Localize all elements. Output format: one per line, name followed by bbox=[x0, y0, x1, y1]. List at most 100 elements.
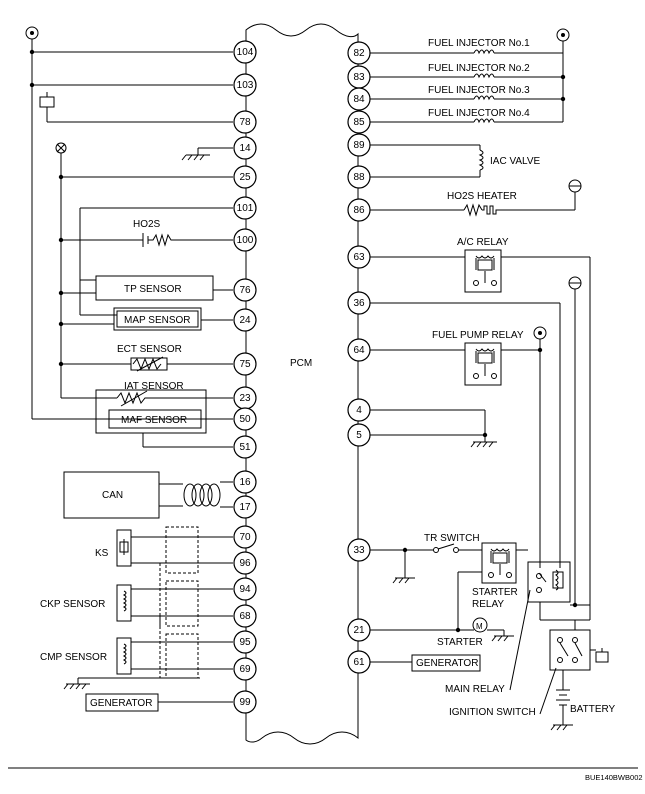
pin-right-21 bbox=[347, 618, 371, 642]
ho2s-label: HO2S bbox=[133, 219, 161, 230]
pin-label-left-96: 96 bbox=[239, 558, 251, 569]
pcm-label: PCM bbox=[290, 358, 312, 369]
cmp-sensor-label: CMP SENSOR bbox=[40, 652, 107, 663]
pin-label-left-99: 99 bbox=[239, 697, 251, 708]
pin-right-4 bbox=[347, 398, 371, 422]
pin-right-86 bbox=[347, 198, 371, 222]
can-box bbox=[63, 471, 160, 519]
pin-label-left-95: 95 bbox=[239, 637, 251, 648]
tp-sensor-box bbox=[95, 275, 214, 301]
can-label: CAN bbox=[102, 490, 123, 501]
ckp-sensor-label: CKP SENSOR bbox=[40, 599, 105, 610]
pcm-left-pins: 1041037814251011007624752350511617709694… bbox=[233, 40, 257, 714]
fuel-pump-relay-label: FUEL PUMP RELAY bbox=[432, 330, 524, 341]
pin-label-left-24: 24 bbox=[239, 315, 251, 326]
pin-label-right-4: 4 bbox=[356, 405, 362, 416]
pin-right-64 bbox=[347, 338, 371, 362]
pin-right-82 bbox=[347, 41, 371, 65]
pin-right-89 bbox=[347, 133, 371, 157]
pin-left-14 bbox=[233, 136, 257, 160]
pin-label-right-21: 21 bbox=[353, 625, 365, 636]
pin-label-left-104: 104 bbox=[237, 47, 254, 58]
pin-left-96 bbox=[233, 551, 257, 575]
ect-sensor-label: ECT SENSOR bbox=[117, 344, 182, 355]
pin-left-69 bbox=[233, 657, 257, 681]
map-sensor-box bbox=[113, 307, 202, 331]
tp-sensor-label: TP SENSOR bbox=[124, 284, 182, 295]
fuel-injector-4-label: FUEL INJECTOR No.4 bbox=[428, 108, 530, 119]
pin-label-left-50: 50 bbox=[239, 414, 251, 425]
pin-left-68 bbox=[233, 604, 257, 628]
pin-right-36 bbox=[347, 291, 371, 315]
maf-sensor-label: MAF SENSOR bbox=[121, 415, 187, 426]
pin-label-right-36: 36 bbox=[353, 298, 365, 309]
pin-right-84 bbox=[347, 87, 371, 111]
starter-relay-label-2: RELAY bbox=[472, 599, 504, 610]
fuel-injector-1-label: FUEL INJECTOR No.1 bbox=[428, 38, 530, 49]
starter-relay-label-1: STARTER bbox=[472, 587, 518, 598]
pin-right-85 bbox=[347, 110, 371, 134]
ignition-switch-box bbox=[549, 629, 591, 671]
iac-valve-label: IAC VALVE bbox=[490, 156, 541, 167]
pin-right-88 bbox=[347, 165, 371, 189]
pcm-body bbox=[245, 23, 359, 745]
pin-left-17 bbox=[233, 495, 257, 519]
ks-label: KS bbox=[95, 548, 109, 559]
pin-right-61 bbox=[347, 650, 371, 674]
pin-label-right-89: 89 bbox=[353, 140, 365, 151]
figure-code: BUE140BWB002 bbox=[585, 773, 643, 782]
pin-left-99 bbox=[233, 690, 257, 714]
iat-sensor-label: IAT SENSOR bbox=[124, 381, 184, 392]
starter-label: STARTER bbox=[437, 637, 483, 648]
pin-right-63 bbox=[347, 245, 371, 269]
pin-left-101 bbox=[233, 196, 257, 220]
main-relay-box bbox=[527, 561, 571, 603]
pin-label-left-23: 23 bbox=[239, 393, 251, 404]
svg-text:M: M bbox=[476, 622, 483, 631]
generator-right-label: GENERATOR bbox=[416, 658, 478, 669]
pin-label-left-75: 75 bbox=[239, 359, 251, 370]
pin-label-left-17: 17 bbox=[239, 502, 251, 513]
pin-label-right-61: 61 bbox=[353, 657, 365, 668]
pin-label-right-64: 64 bbox=[353, 345, 365, 356]
pin-left-94 bbox=[233, 577, 257, 601]
pin-label-left-101: 101 bbox=[237, 203, 254, 214]
pin-label-right-33: 33 bbox=[353, 545, 365, 556]
pin-label-left-100: 100 bbox=[237, 235, 254, 246]
pin-label-left-78: 78 bbox=[239, 117, 251, 128]
pin-label-left-94: 94 bbox=[239, 584, 251, 595]
fuel-injector-2-label: FUEL INJECTOR No.2 bbox=[428, 63, 530, 74]
generator-right-box bbox=[411, 654, 481, 672]
pin-left-75 bbox=[233, 352, 257, 376]
pin-label-right-86: 86 bbox=[353, 205, 365, 216]
pin-left-24 bbox=[233, 308, 257, 332]
pin-label-right-82: 82 bbox=[353, 48, 365, 59]
pin-label-right-5: 5 bbox=[356, 430, 362, 441]
generator-left-label: GENERATOR bbox=[90, 698, 152, 709]
pin-label-right-85: 85 bbox=[353, 117, 365, 128]
pin-left-25 bbox=[233, 165, 257, 189]
pin-label-left-76: 76 bbox=[239, 285, 251, 296]
battery-label: BATTERY bbox=[570, 704, 616, 715]
pin-label-right-84: 84 bbox=[353, 94, 365, 105]
ignition-switch-label: IGNITION SWITCH bbox=[449, 707, 536, 718]
pin-left-76 bbox=[233, 278, 257, 302]
pin-left-51 bbox=[233, 435, 257, 459]
pin-right-33 bbox=[347, 538, 371, 562]
map-sensor-label: MAP SENSOR bbox=[124, 315, 191, 326]
starter-relay-box bbox=[481, 542, 517, 584]
pin-label-right-63: 63 bbox=[353, 252, 365, 263]
pin-left-16 bbox=[233, 470, 257, 494]
pin-left-104 bbox=[233, 40, 257, 64]
ac-relay-box bbox=[464, 249, 502, 293]
pin-label-left-14: 14 bbox=[239, 143, 251, 154]
pin-right-5 bbox=[347, 423, 371, 447]
ho2s-heater-label: HO2S HEATER bbox=[447, 191, 517, 202]
main-relay-label: MAIN RELAY bbox=[445, 684, 505, 695]
pin-label-left-68: 68 bbox=[239, 611, 251, 622]
pin-label-left-51: 51 bbox=[239, 442, 251, 453]
pin-left-100 bbox=[233, 228, 257, 252]
